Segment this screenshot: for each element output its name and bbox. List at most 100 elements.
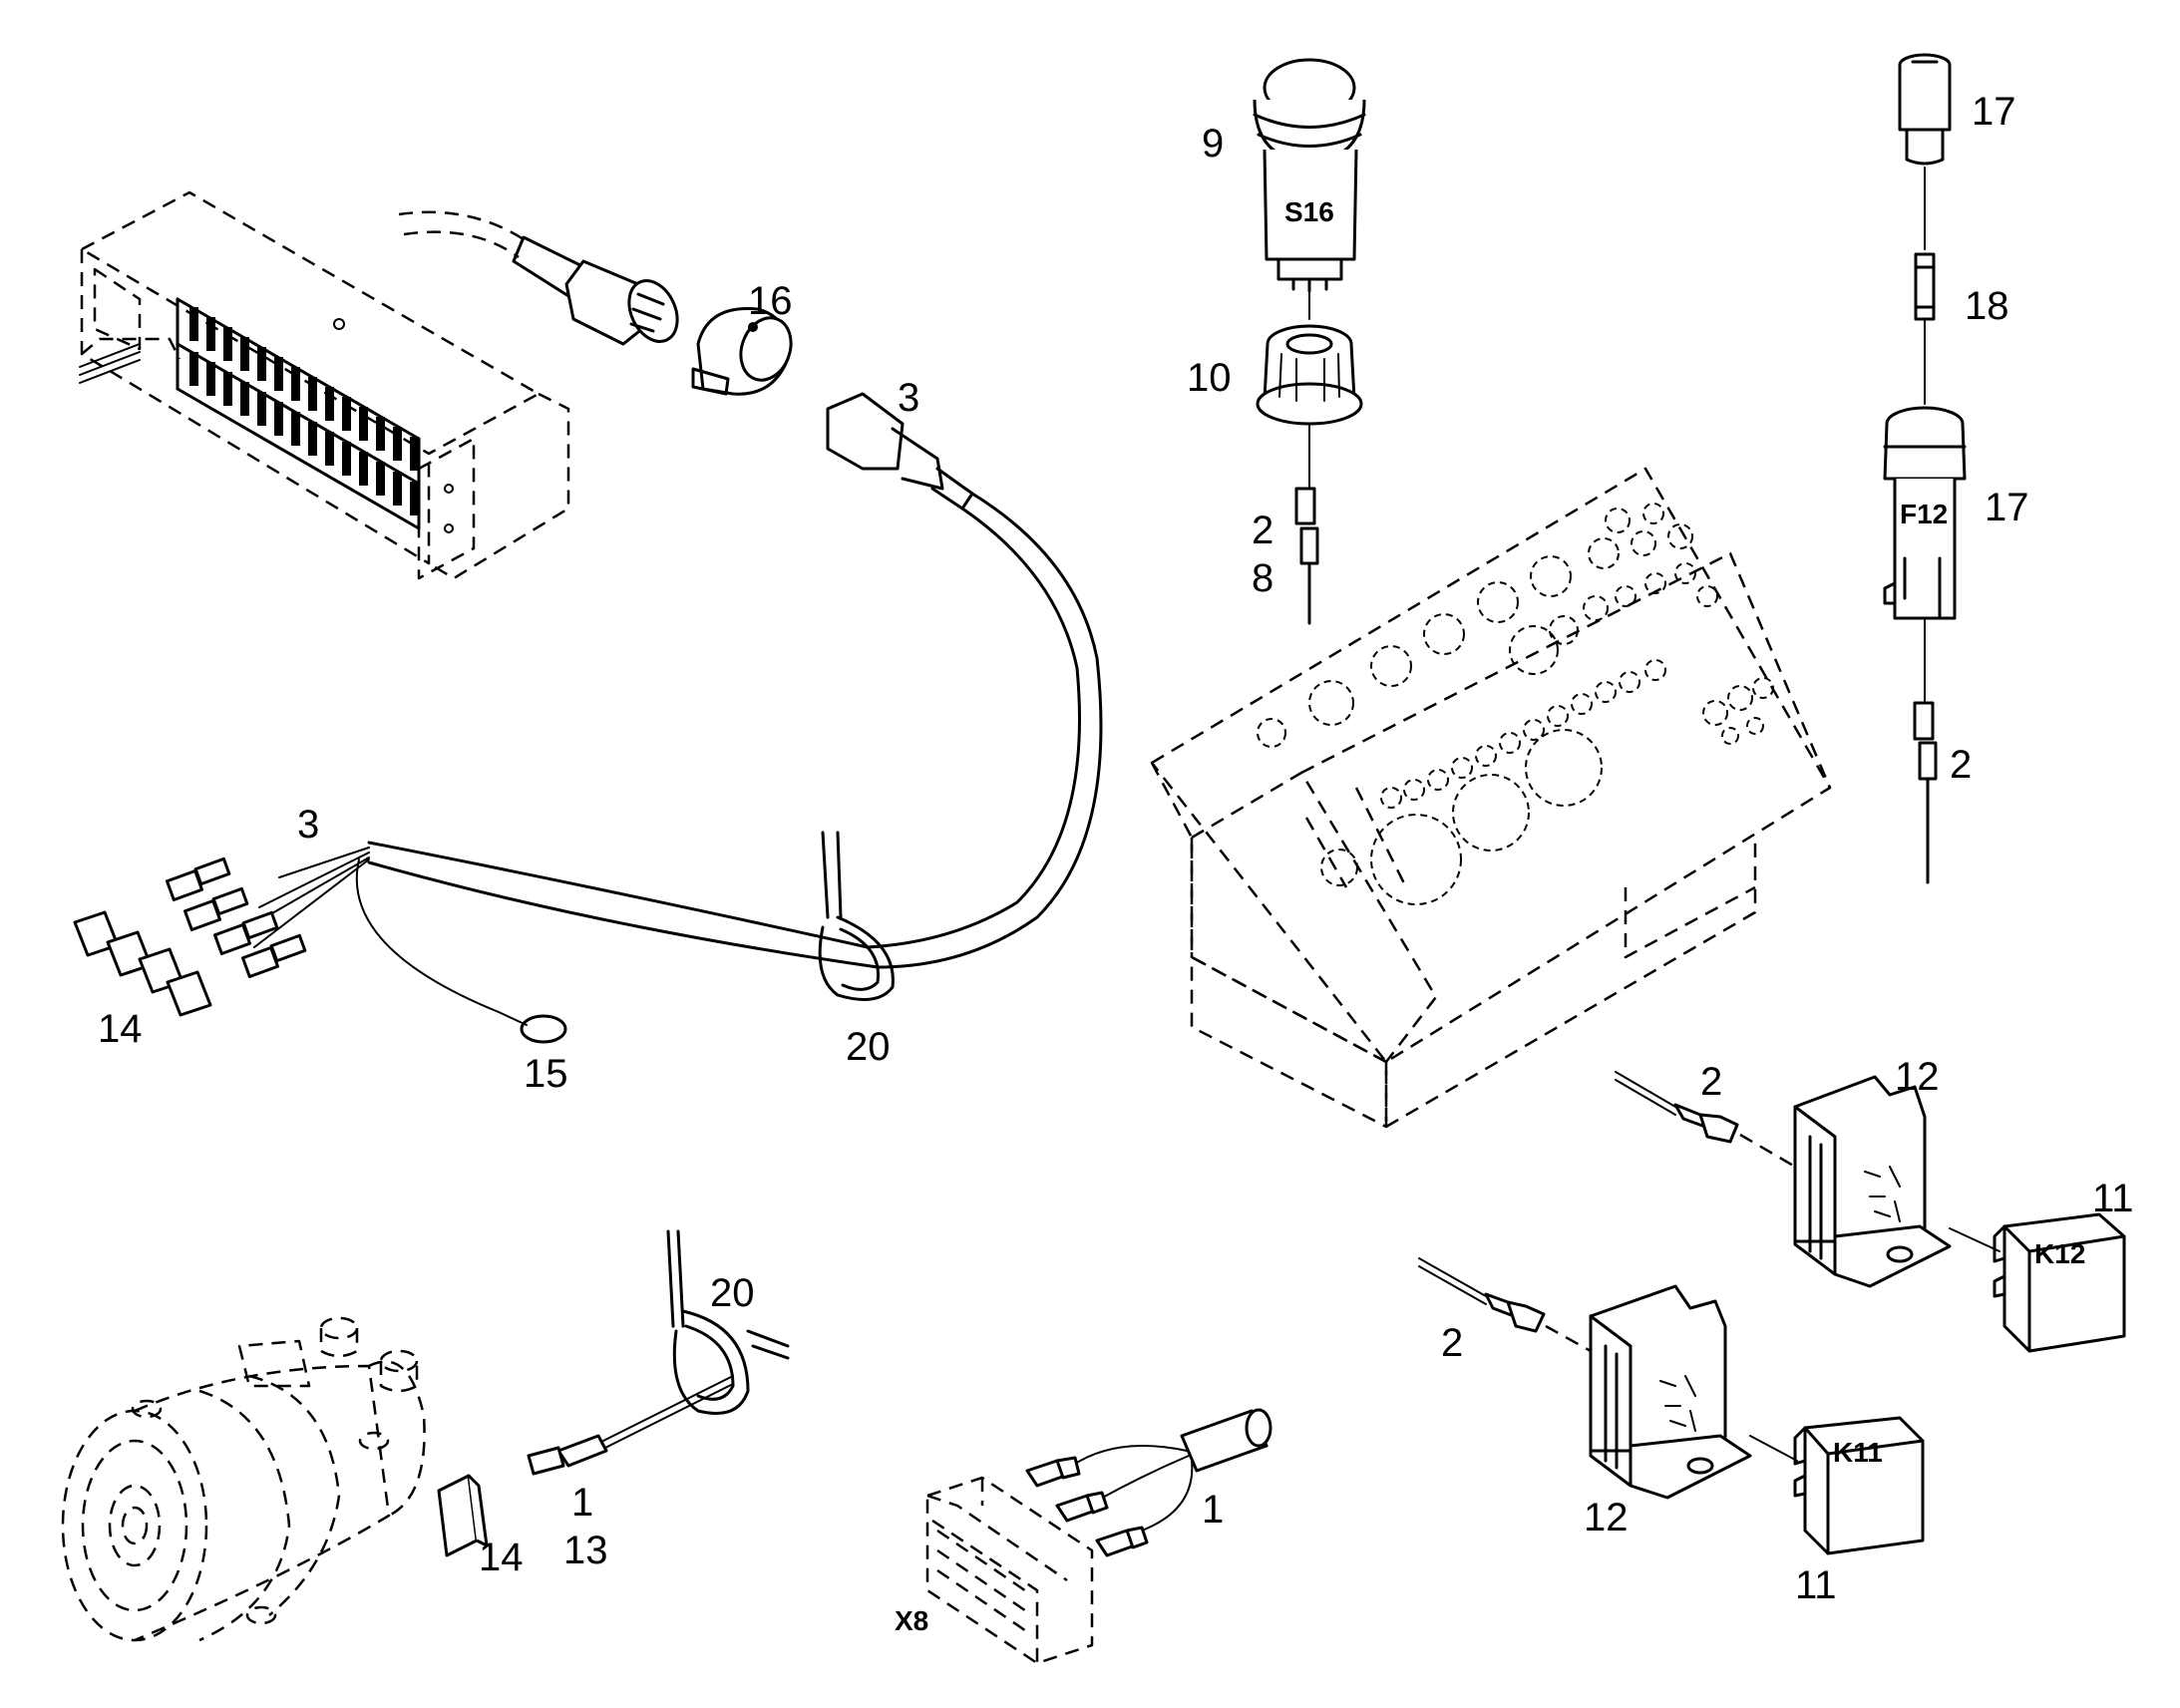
panel-hole — [1644, 659, 1666, 681]
terminal-2-fuse — [1913, 701, 1938, 884]
callout-12-upper: 12 — [1895, 1055, 1940, 1099]
callout-14-left: 14 — [98, 1007, 143, 1051]
callout-3-top: 3 — [898, 376, 919, 420]
code-f12: F12 — [1900, 499, 1948, 529]
callout-18: 18 — [1965, 284, 2009, 328]
callout-13: 13 — [563, 1529, 608, 1572]
callout-10: 10 — [1187, 356, 1232, 400]
nut-10 — [1256, 324, 1363, 426]
grille-slot — [376, 462, 385, 496]
callout-20-lower: 20 — [710, 1271, 755, 1315]
relay-socket-12-upper — [1793, 1075, 1952, 1288]
panel-gauge-holes — [1257, 503, 1774, 905]
panel-hole — [1370, 814, 1462, 905]
panel-hole — [1571, 693, 1593, 715]
grille-slot — [342, 397, 351, 431]
callout-2-fuse: 2 — [1950, 743, 1972, 787]
callout-8: 8 — [1252, 556, 1273, 600]
panel-hole — [1525, 729, 1603, 807]
panel-hole — [1696, 585, 1718, 607]
code-k12: K12 — [2034, 1238, 2085, 1269]
grille-slot — [325, 432, 334, 466]
relay-socket-12-lower — [1589, 1284, 1752, 1500]
panel-hole — [1320, 849, 1358, 886]
panel-hole — [1702, 700, 1728, 726]
grille-slot — [223, 372, 232, 406]
ac-compressor — [61, 1316, 426, 1642]
grille-slot — [189, 307, 198, 341]
grille-slot — [325, 387, 334, 421]
panel-hole — [1752, 677, 1774, 699]
callout-1-right: 1 — [1202, 1488, 1224, 1532]
code-k11: K11 — [1833, 1437, 1883, 1468]
wire-1-connector — [1025, 1408, 1272, 1557]
grille-slot — [393, 472, 402, 506]
panel-hole — [1403, 779, 1425, 801]
panel-hole — [1257, 718, 1286, 748]
callout-2-relay-upper: 2 — [1700, 1060, 1722, 1104]
panel-hole — [1509, 625, 1559, 675]
grille-slot — [342, 442, 351, 476]
grille-slot — [359, 407, 368, 441]
panel-hole — [1308, 680, 1354, 726]
connector-x8 — [925, 1476, 1094, 1665]
panel-hole — [1423, 613, 1465, 655]
fuse-cap-17 — [1898, 53, 1952, 166]
panel-hole — [1721, 727, 1739, 745]
grille-slot — [257, 392, 266, 426]
sleeves-14-group — [73, 910, 212, 1017]
grille-slot — [308, 377, 317, 411]
relay-k12-11 — [1993, 1212, 2126, 1353]
grille-slot — [274, 402, 283, 436]
wire-2-relay-lower — [1418, 1257, 1592, 1353]
panel-hole — [1615, 585, 1636, 607]
panel-hole — [1499, 732, 1521, 754]
callout-9: 9 — [1202, 122, 1224, 166]
grille-slot — [240, 382, 249, 416]
terminal-2-8-upper — [1294, 487, 1319, 625]
callout-1-left: 1 — [571, 1481, 593, 1525]
panel-hole — [1644, 572, 1666, 594]
panel-hole — [1588, 537, 1620, 569]
code-x8: X8 — [895, 1605, 928, 1636]
dashboard-panel — [1150, 467, 1832, 1129]
grille-slot — [240, 337, 249, 371]
panel-hole — [1746, 717, 1764, 735]
grille-slot — [359, 452, 368, 486]
grille-slot — [291, 412, 300, 446]
panel-hole — [1427, 769, 1449, 791]
panel-hole — [1530, 555, 1572, 597]
grille-slot — [257, 347, 266, 381]
callout-3-left: 3 — [297, 803, 319, 847]
sleeve-14-bottom — [437, 1474, 489, 1557]
callout-16: 16 — [748, 279, 793, 323]
code-s16: S16 — [1284, 196, 1334, 227]
callout-14-bottom: 14 — [479, 1536, 524, 1579]
switch-9 — [1253, 58, 1366, 293]
panel-hole — [1370, 645, 1412, 687]
panel-hole — [1619, 671, 1640, 693]
callout-17-top: 17 — [1972, 90, 2016, 134]
panel-hole — [1674, 562, 1696, 584]
panel-hole — [1547, 705, 1569, 727]
fuse-18 — [1914, 252, 1936, 321]
grille-slot — [393, 427, 402, 461]
grille-slot — [376, 417, 385, 451]
callout-20-upper: 20 — [846, 1025, 891, 1069]
callout-12-lower: 12 — [1584, 1496, 1629, 1539]
panel-hole — [1642, 503, 1664, 524]
panel-hole — [1523, 719, 1545, 741]
grille-slot — [189, 352, 198, 386]
grille-slot — [291, 367, 300, 401]
panel-hole — [1583, 595, 1609, 621]
panel-hole — [1477, 581, 1519, 623]
callout-11-lower: 11 — [1795, 1563, 1837, 1607]
panel-hole — [1549, 615, 1579, 645]
grille-slot — [410, 437, 419, 471]
grille-slot — [410, 482, 419, 515]
harness-3 — [165, 392, 1103, 1044]
callout-15: 15 — [524, 1052, 568, 1096]
grille-slot — [223, 327, 232, 361]
heater-unit — [79, 190, 570, 580]
panel-hole — [1727, 685, 1753, 711]
